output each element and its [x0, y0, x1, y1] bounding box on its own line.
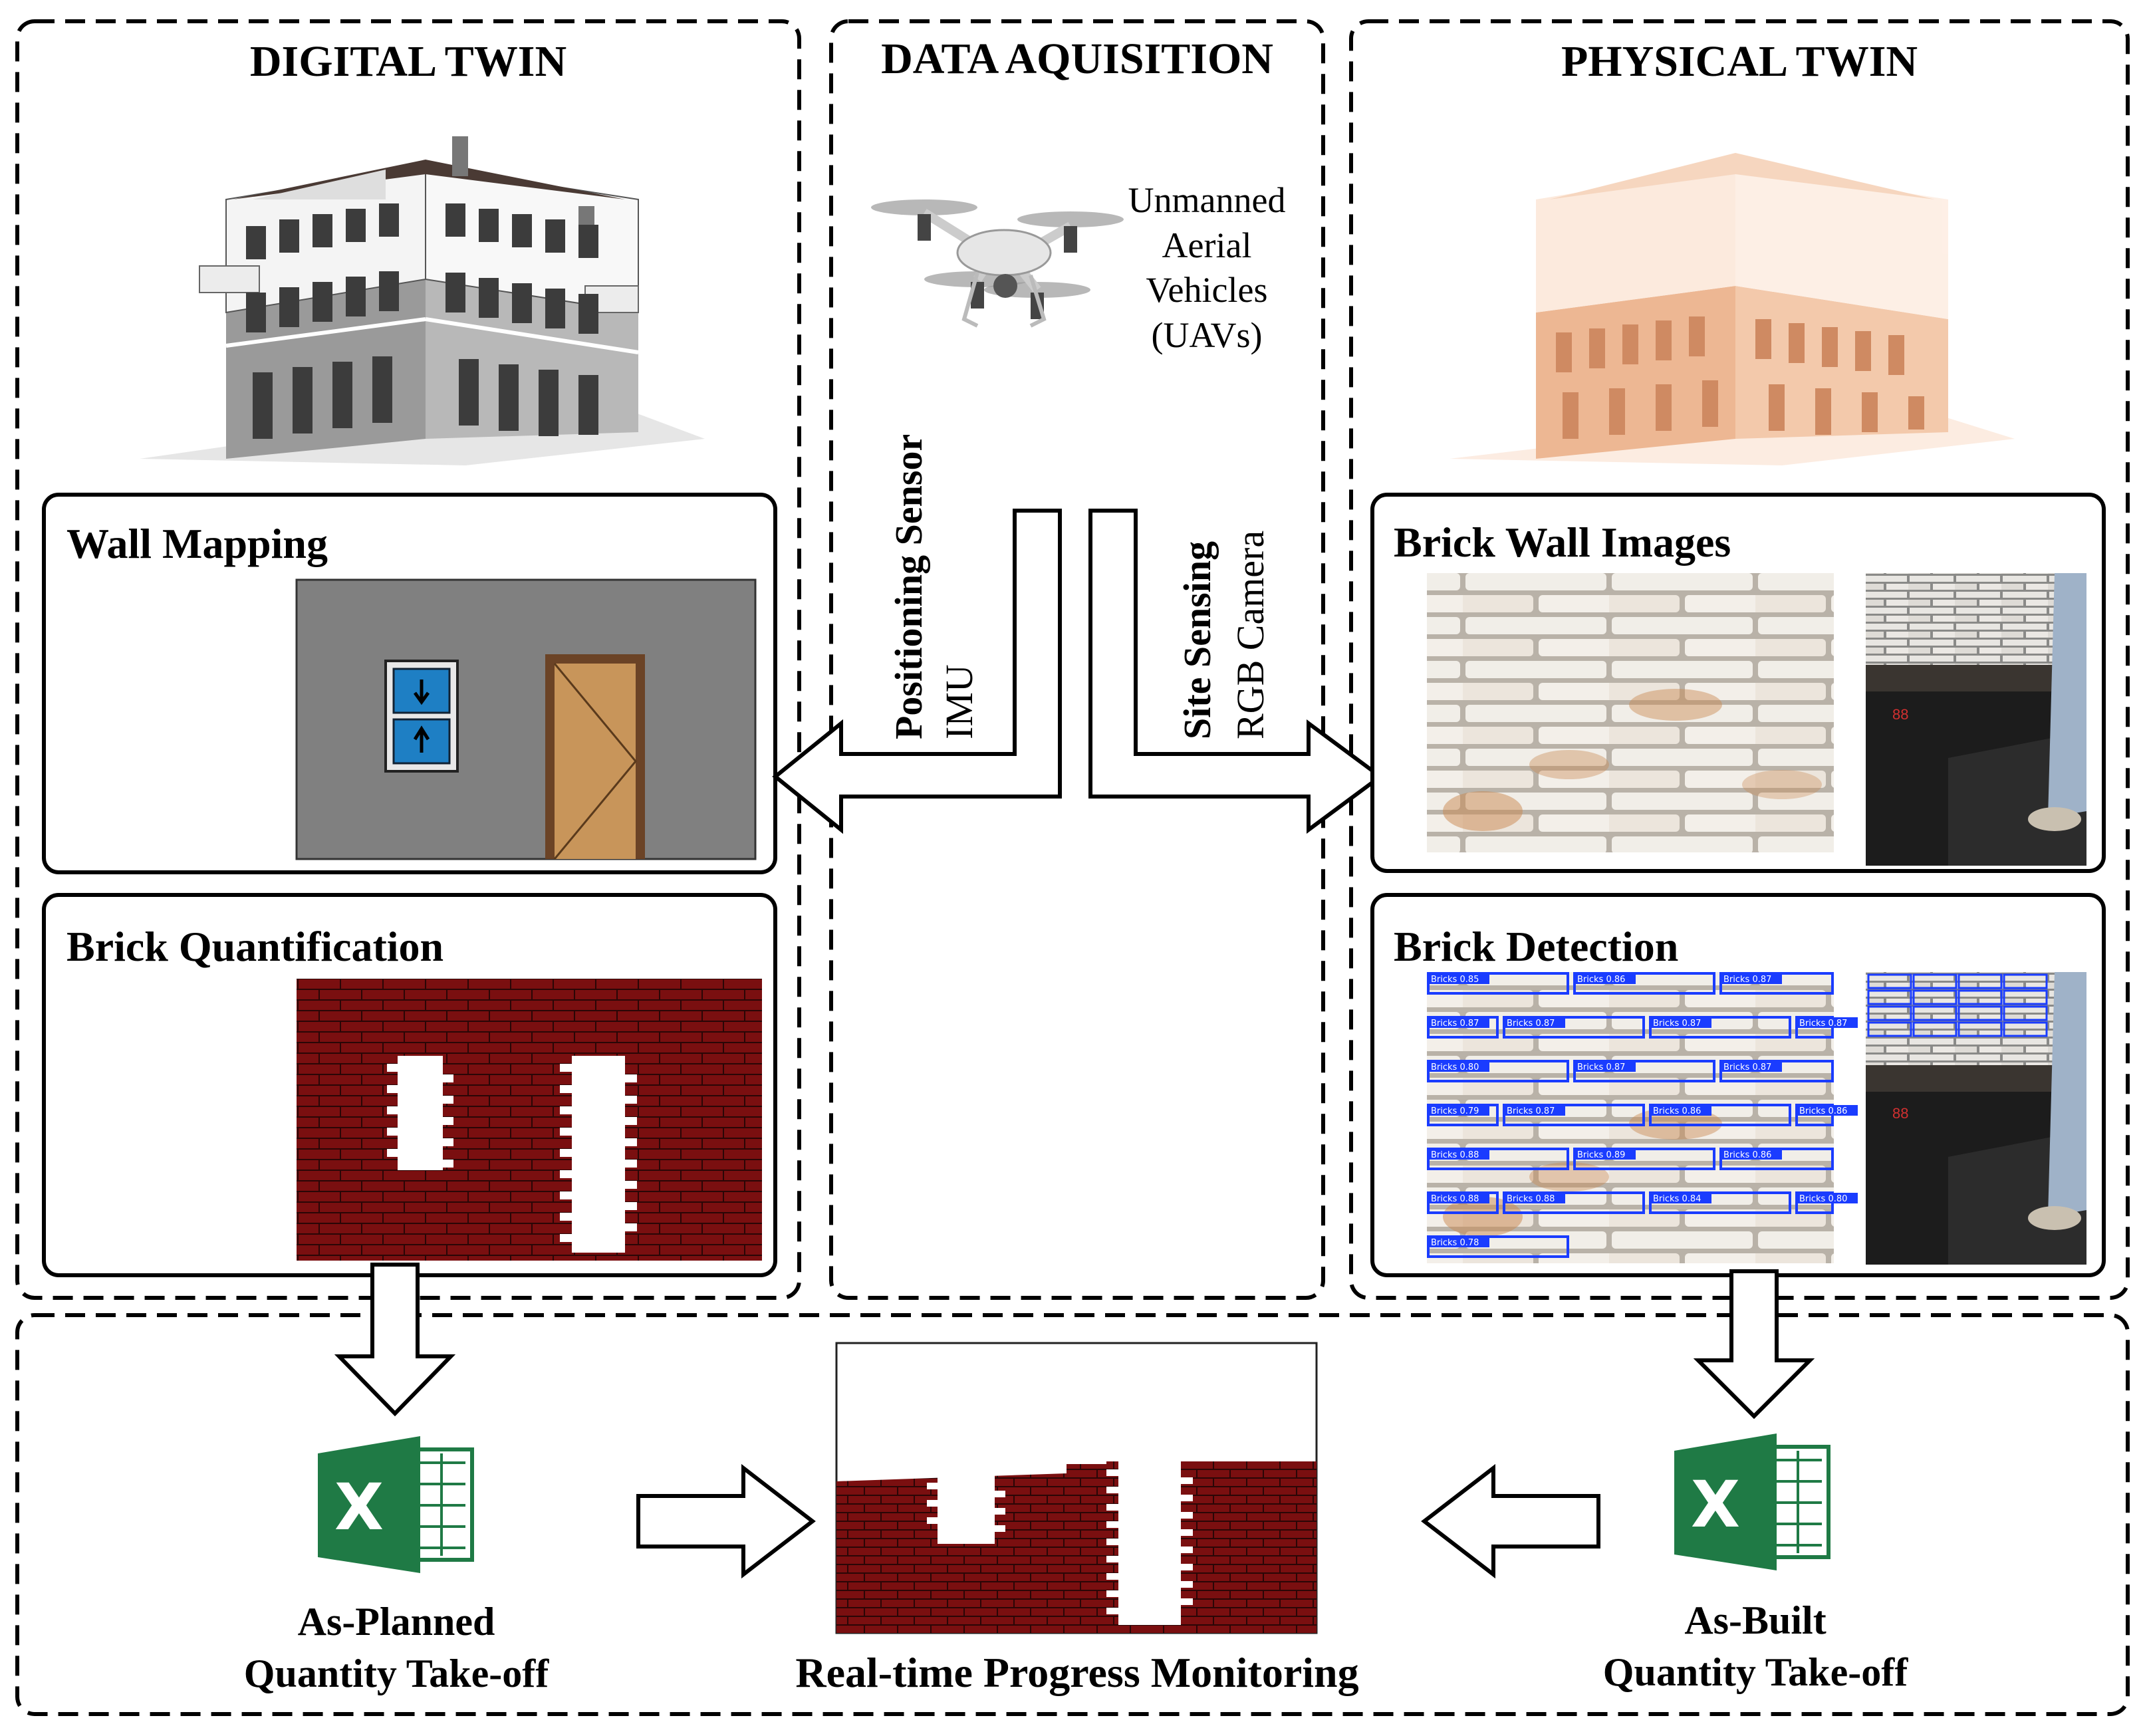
detection-label-bg — [1428, 973, 1489, 984]
built-to-monitoring-arrow — [1421, 1463, 1600, 1579]
detection-label: Bricks 0.88 — [1431, 1150, 1479, 1160]
imu-text: IMU — [938, 664, 981, 739]
built-down-arrow — [1693, 1269, 1815, 1420]
detection-label: Bricks 0.87 — [1723, 1062, 1771, 1072]
detection-label-bg — [1797, 1193, 1858, 1203]
detection-label: Bricks 0.87 — [1507, 1106, 1555, 1116]
detected-photo-marker: 88 — [1892, 1105, 1908, 1122]
detection-label-bg — [1650, 1017, 1711, 1028]
detection-label: Bricks 0.87 — [1653, 1019, 1701, 1029]
detection-label: Bricks 0.88 — [1431, 1194, 1479, 1204]
detection-label: Bricks 0.87 — [1431, 1019, 1479, 1029]
detection-label: Bricks 0.86 — [1723, 1150, 1771, 1160]
detection-label: Bricks 0.86 — [1799, 1106, 1847, 1116]
detection-label-bg — [1428, 1193, 1489, 1203]
detection-label: Bricks 0.86 — [1653, 1106, 1701, 1116]
brick-quantification-title: Brick Quantification — [66, 923, 444, 970]
detection-label-bg — [1721, 1149, 1782, 1160]
detection-label-bg — [1428, 1061, 1489, 1072]
monitoring-label: Real-time Progress Monitoring — [795, 1649, 1359, 1696]
site-sensing-label: Site Sensing — [1176, 541, 1219, 739]
physical-twin-section — [1349, 19, 2130, 1300]
uav-line: Aerial — [1162, 225, 1252, 265]
building-icon — [140, 136, 705, 465]
brick-wall-images-title: Brick Wall Images — [1394, 519, 1731, 566]
detection-label: Bricks 0.87 — [1507, 1019, 1555, 1029]
detection-label: Bricks 0.85 — [1431, 975, 1479, 985]
rgb-camera-label: RGB Camera — [1229, 530, 1272, 739]
detection-label-bg — [1504, 1193, 1565, 1203]
detection-label-bg — [1650, 1193, 1711, 1203]
brick-wall-planned — [297, 979, 762, 1261]
detection-label-bg — [1575, 1149, 1636, 1160]
as-planned-line2: Quantity Take-off — [243, 1652, 549, 1695]
detection-label-bg — [1504, 1105, 1565, 1116]
detection-label-bg — [1575, 1061, 1636, 1072]
detection-label-bg — [1428, 1149, 1489, 1160]
digital-twin-title: DIGITAL TWIN — [249, 37, 567, 86]
site-sensing-text: Site Sensing — [1176, 541, 1219, 739]
detection-label-bg — [1504, 1017, 1565, 1028]
positioning-sensor-text: Positioning Sensor — [887, 434, 930, 739]
detection-label: Bricks 0.87 — [1799, 1019, 1847, 1029]
data-acquisition-section — [829, 19, 1325, 1300]
detection-label: Bricks 0.80 — [1799, 1194, 1847, 1204]
detection-label-bg — [1797, 1017, 1858, 1028]
detected-site-photo: 88 — [1866, 972, 2086, 1265]
svg-text:X: X — [334, 1470, 384, 1545]
physical-twin-title: PHYSICAL TWIN — [1561, 37, 1918, 86]
as-built-line1: As-Built — [1684, 1598, 1827, 1642]
detection-label-bg — [1428, 1237, 1489, 1247]
as-built-line2: Quantity Take-off — [1602, 1650, 1908, 1694]
site-wall-photo: 88 — [1866, 573, 2086, 866]
drone-icon — [871, 199, 1124, 328]
detection-label-bg — [1721, 1061, 1782, 1072]
detection-label-bg — [1797, 1105, 1858, 1116]
uav-label: Unmanned Aerial Vehicles (UAVs) — [1097, 178, 1317, 358]
data-acquisition-title: DATA AQUISITION — [881, 35, 1273, 83]
brick-detection-title: Brick Detection — [1394, 923, 1679, 970]
wall-mapping-title: Wall Mapping — [66, 520, 328, 567]
detection-label-bg — [1650, 1105, 1711, 1116]
as-planned-line1: As-Planned — [297, 1600, 495, 1644]
progress-monitoring-wall — [835, 1342, 1318, 1634]
uav-line: Vehicles — [1146, 270, 1268, 310]
excel-icon: X — [1674, 1433, 1830, 1570]
imu-label: IMU — [938, 664, 981, 739]
site-photo-marker: 88 — [1892, 706, 1908, 723]
detection-label: Bricks 0.87 — [1577, 1062, 1625, 1072]
wall-elevation — [295, 578, 757, 860]
detection-label: Bricks 0.78 — [1431, 1238, 1479, 1248]
detection-label: Bricks 0.89 — [1577, 1150, 1625, 1160]
white-brick-photo — [1427, 573, 1834, 852]
building-photo-icon — [1450, 153, 2015, 465]
detection-label: Bricks 0.84 — [1653, 1194, 1701, 1204]
detection-label: Bricks 0.88 — [1507, 1194, 1555, 1204]
as-built-label: As-Built Quantity Take-off — [1556, 1594, 1955, 1698]
svg-text:X: X — [1691, 1467, 1740, 1542]
detection-label-bg — [1575, 973, 1636, 984]
detection-label-bg — [1428, 1105, 1489, 1116]
site-sensing-arrow — [1088, 509, 1384, 834]
positioning-sensor-label: Positioning Sensor — [887, 434, 930, 739]
detection-label: Bricks 0.86 — [1577, 975, 1625, 985]
excel-icon: X — [318, 1436, 474, 1573]
detection-label: Bricks 0.79 — [1431, 1106, 1479, 1116]
planned-down-arrow — [334, 1263, 456, 1417]
uav-line: (UAVs) — [1151, 314, 1263, 355]
detection-label: Bricks 0.87 — [1723, 975, 1771, 985]
positioning-arrow — [772, 509, 1062, 834]
detection-label-bg — [1428, 1017, 1489, 1028]
detection-label-bg — [1721, 973, 1782, 984]
output-section — [15, 1313, 2130, 1716]
rgb-camera-text: RGB Camera — [1229, 530, 1272, 739]
as-planned-label: As-Planned Quantity Take-off — [197, 1596, 596, 1699]
uav-line: Unmanned — [1128, 180, 1286, 220]
detection-label: Bricks 0.80 — [1431, 1062, 1479, 1072]
planned-to-monitoring-arrow — [636, 1463, 816, 1579]
